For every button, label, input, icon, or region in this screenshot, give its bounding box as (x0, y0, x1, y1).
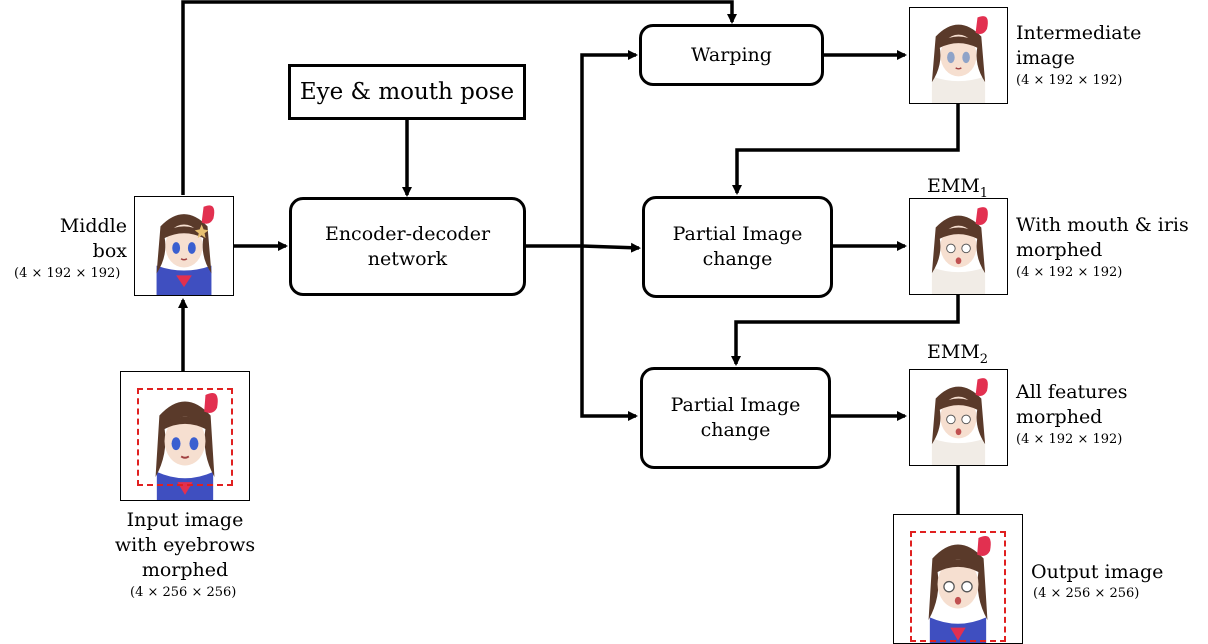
character-portrait-icon (931, 207, 988, 294)
emm1-description: With mouth & iris morphed (1016, 214, 1189, 261)
arrow-middle-to-warping (181, 0, 737, 195)
emm1-title: EMM1 (927, 175, 988, 201)
partial-image-change-box-1: Partial Image change (642, 196, 833, 298)
emm2-image (909, 369, 1008, 466)
encoder-decoder-box: Encoder-decoder network (289, 197, 526, 296)
crop-region-outline-output (910, 531, 1006, 642)
arrow-emm1-to-change2 (731, 294, 960, 366)
emm2-dimensions: (4 × 192 × 192) (1016, 432, 1123, 447)
character-portrait-icon (156, 205, 215, 295)
emm1-title-base: EMM (927, 175, 980, 197)
intermediate-image (909, 7, 1008, 104)
output-image-dimensions: (4 × 256 × 256) (1033, 586, 1140, 601)
warping-box: Warping (639, 24, 824, 86)
input-image (120, 371, 250, 501)
emm2-title: EMM2 (927, 341, 988, 367)
partial-image-change-box-2: Partial Image change (640, 367, 831, 469)
eye-mouth-pose-box: Eye & mouth pose (288, 64, 526, 120)
arrow-encoder-to-change2 (580, 246, 638, 421)
emm2-description: All features morphed (1016, 381, 1128, 428)
emm1-dimensions: (4 × 192 × 192) (1016, 265, 1123, 280)
emm1-image (909, 198, 1008, 295)
output-image-label: Output image (1031, 561, 1164, 583)
emm2-title-subscript: 2 (979, 351, 989, 367)
emm2-title-base: EMM (927, 341, 980, 363)
character-portrait-icon (155, 392, 218, 500)
middle-box-image (134, 196, 234, 296)
arrow-intermediate-to-change1 (732, 103, 960, 195)
arrow-encoder-to-change1 (581, 242, 641, 253)
emm1-title-subscript: 1 (979, 185, 989, 201)
middle-box-dimensions: (4 × 192 × 192) (14, 266, 121, 281)
character-portrait-icon (931, 16, 988, 103)
crop-region-outline-input (137, 388, 233, 486)
character-portrait-icon (931, 378, 988, 465)
arrow-encoder-to-warping (524, 50, 638, 248)
output-image (893, 514, 1023, 644)
intermediate-image-label: Intermediate image (1016, 22, 1142, 69)
middle-box-label: Middle box (59, 215, 127, 262)
intermediate-image-dimensions: (4 × 192 × 192) (1016, 73, 1123, 88)
input-image-dimensions: (4 × 256 × 256) (130, 585, 237, 600)
input-image-label: Input image with eyebrows morphed (114, 509, 256, 581)
character-portrait-icon (928, 535, 991, 643)
